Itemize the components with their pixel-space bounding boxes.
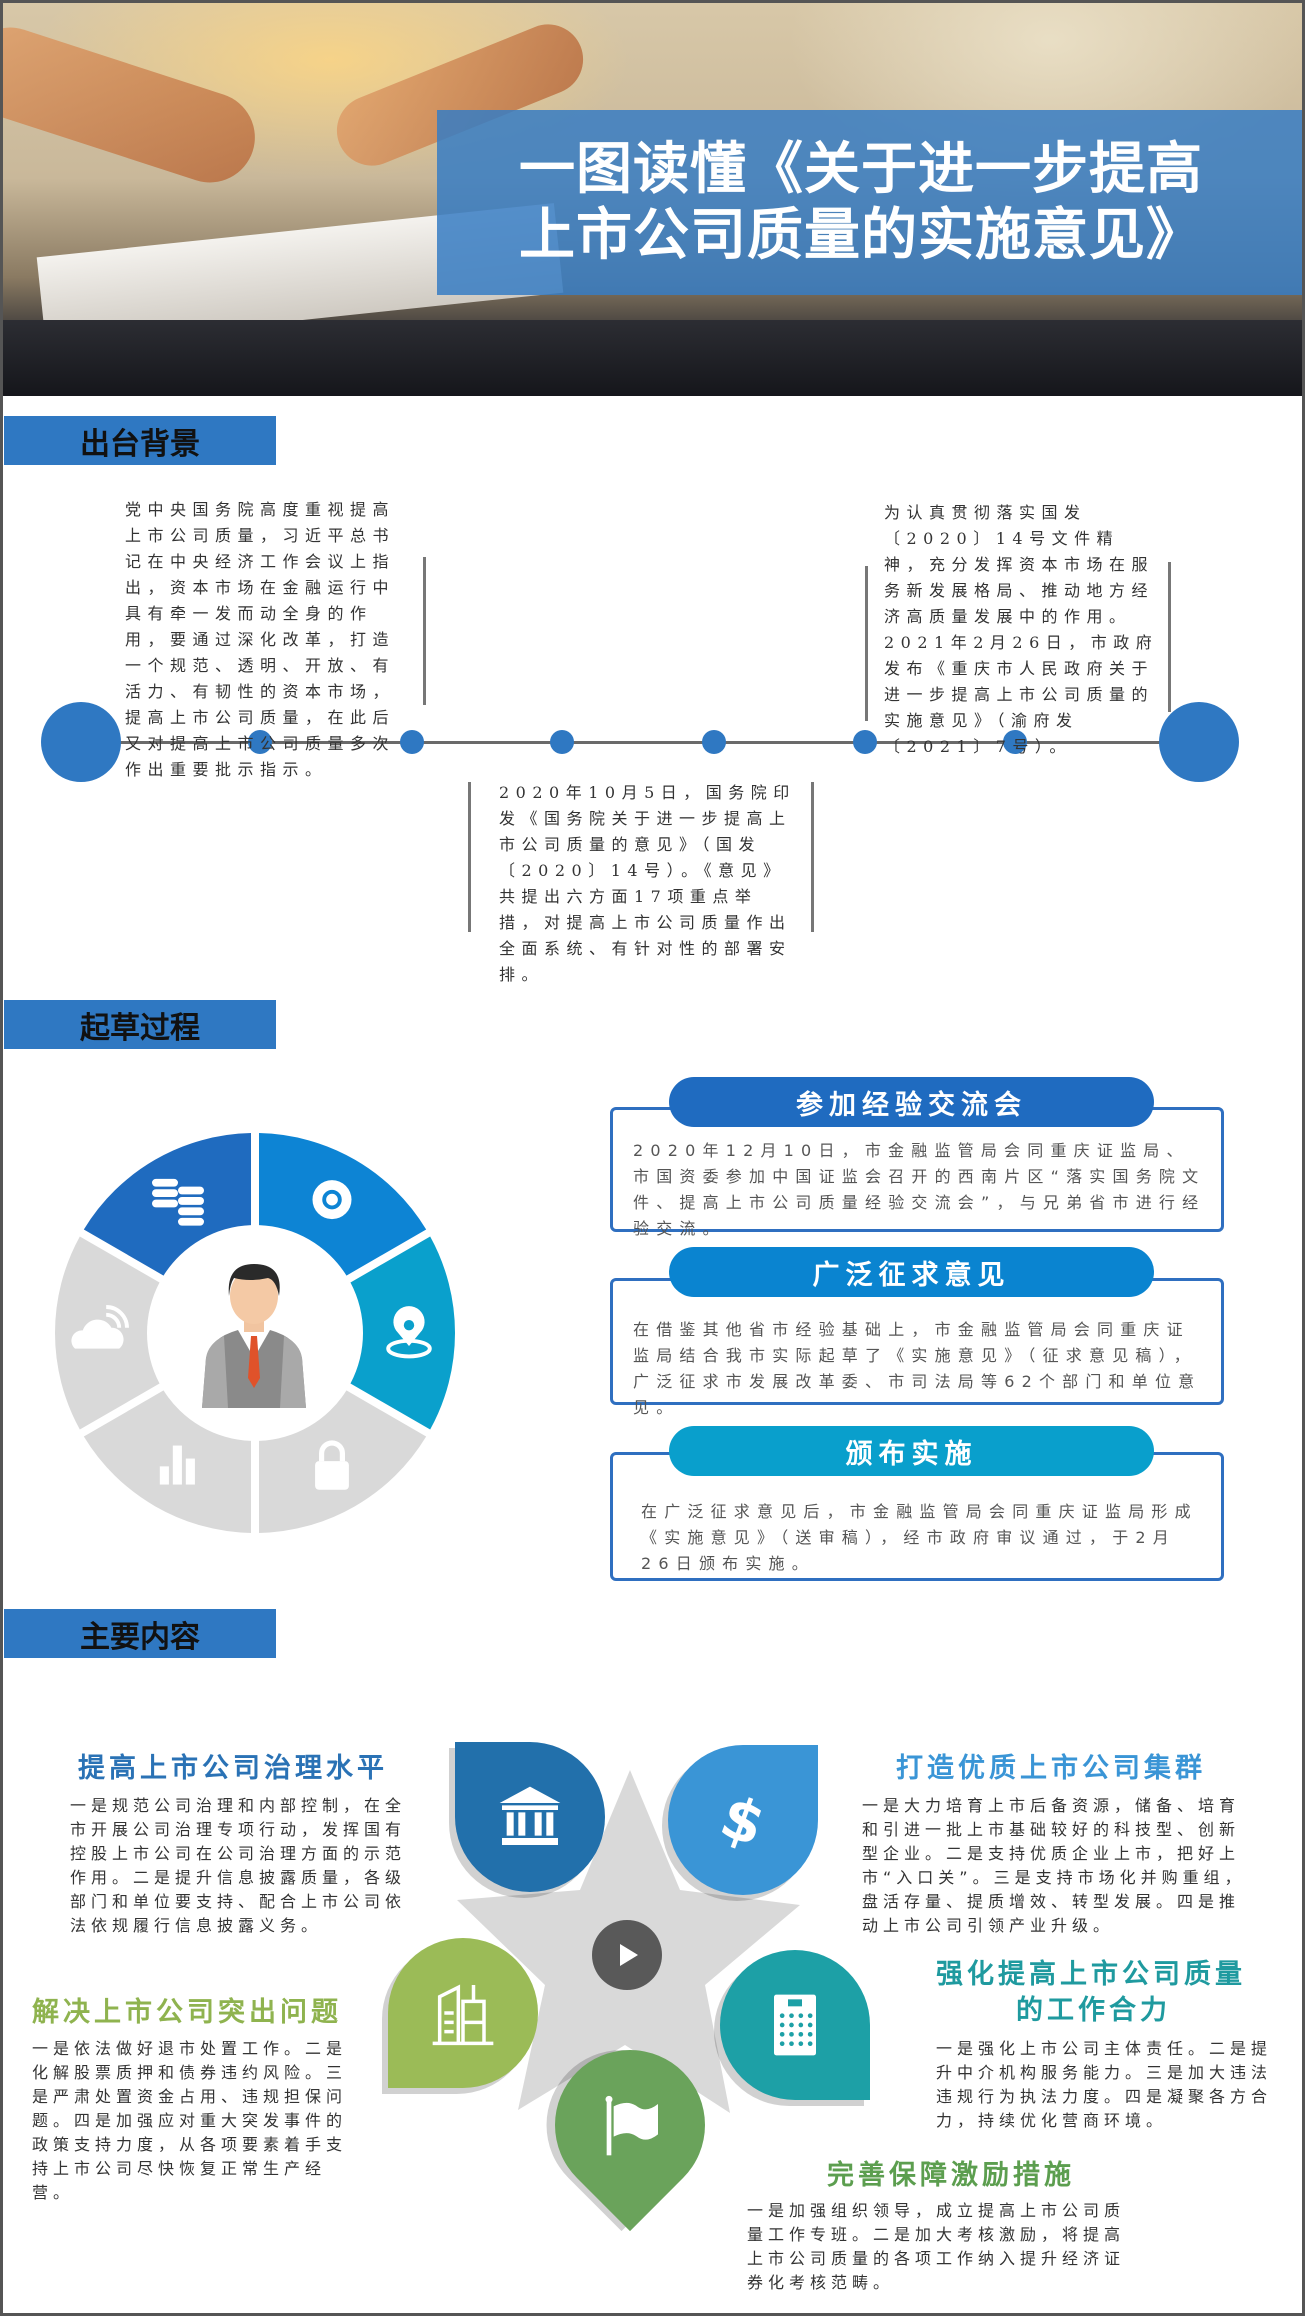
timeline-dot [1003, 730, 1027, 754]
content-text-governance: 一是规范公司治理和内部控制，在全市开展公司治理专项行动，发挥国有控股上市公司在公… [70, 1796, 407, 1935]
lock-icon [315, 1440, 349, 1490]
divider-line [1168, 562, 1171, 712]
card-text: 在广泛征求意见后，市金融监管局会同重庆证监局形成《实施意见》（送审稿），经市政府… [641, 1502, 1198, 1573]
drafting-ring-diagram [54, 1133, 455, 1533]
title-line-2: 上市公司质量的实施意见》 [519, 202, 1203, 268]
title-line-1: 一图读懂《关于进一步提高 [519, 136, 1203, 202]
timeline-text-1: 党中央国务院高度重视提高上市公司质量，习近平总书记在中央经济工作会议上指出，资本… [125, 500, 396, 779]
gear-icon [312, 1180, 352, 1220]
divider-line [423, 557, 426, 705]
timeline-line [80, 741, 1200, 744]
card-title-consultation: 广泛征求意见 [669, 1247, 1154, 1297]
content-text-problems: 一是依法做好退市处置工作。二是化解股票质押和债券违约风险。三是严肃处置资金占用、… [32, 2039, 348, 2202]
dollar-icon: $ [712, 1785, 773, 1855]
card-text: 在借鉴其他省市经验基础上，市金融监管局会同重庆证监局结合我市实际起草了《实施意见… [633, 1320, 1202, 1417]
content-title-synergy-line2: 的工作合力 [1016, 1995, 1171, 2026]
building-icon [774, 1994, 816, 2056]
content-text-synergy: 一是强化上市公司主体责任。二是提升中介机构服务能力。三是加大违法违规行为执法力度… [936, 2039, 1273, 2130]
divider-line [865, 566, 868, 721]
bar-chart-icon [159, 1445, 195, 1485]
timeline-start-dot [41, 702, 121, 782]
card-text: 2020年12月10日，市金融监管局会同重庆证监局、市国资委参加中国证监会召开的… [633, 1141, 1206, 1238]
desk-image [0, 320, 1305, 396]
section-label-background: 出台背景 [4, 416, 276, 465]
ring-segment [83, 1390, 252, 1533]
content-title-cluster: 打造优质上市公司集群 [896, 1753, 1206, 1784]
drop-problems [388, 1938, 538, 2088]
content-title-incentives: 完善保障激励措施 [827, 2160, 1075, 2191]
drop-governance [455, 1742, 605, 1892]
content-title-synergy: 强化提高上市公司质量 [936, 1959, 1246, 1990]
section-label-drafting: 起草过程 [4, 1000, 276, 1049]
timeline-dot [248, 730, 272, 754]
hand-image [0, 15, 267, 195]
cloud-icon [71, 1305, 129, 1349]
location-icon [386, 1306, 432, 1359]
card-consultation: 在借鉴其他省市经验基础上，市金融监管局会同重庆证监局结合我市实际起草了《实施意见… [610, 1278, 1224, 1417]
content-title-problems: 解决上市公司突出问题 [32, 1997, 342, 2028]
timeline-dot [550, 730, 574, 754]
bank-icon [499, 1786, 561, 1845]
timeline-text-3: 为认真贯彻落实国发〔2020〕14号文件精神，充分发挥资本市场在服务新发展格局、… [884, 503, 1159, 756]
drop-incentives [523, 2018, 737, 2232]
timeline-text-2: 2020年10月5日，国务院印发《国务院关于进一步提高上市公司质量的意见》（国发… [499, 783, 796, 984]
content-title-governance: 提高上市公司治理水平 [78, 1753, 388, 1784]
timeline-dot [702, 730, 726, 754]
play-icon [620, 1944, 638, 1966]
divider-line [811, 782, 814, 932]
play-button[interactable] [592, 1920, 662, 1990]
page-title: 一图读懂《关于进一步提高 上市公司质量的实施意见》 [437, 110, 1305, 295]
card-title-promulgation: 颁布实施 [669, 1426, 1154, 1476]
section-label-content: 主要内容 [4, 1609, 276, 1658]
city-buildings-icon [432, 1984, 494, 2046]
content-text-incentives: 一是加强组织领导，成立提高上市公司质量工作专班。二是加大考核激励，将提高上市公司… [747, 2201, 1126, 2292]
drop-synergy [720, 1950, 870, 2100]
card-title-exchange: 参加经验交流会 [669, 1077, 1154, 1127]
flag-icon [605, 2095, 658, 2156]
timeline-dot [400, 730, 424, 754]
content-text-cluster: 一是大力培育上市后备资源，储备、培育和引进一批上市基础较好的科技型、创新型企业。… [862, 1796, 1246, 1935]
divider-line [468, 782, 471, 932]
drop-cluster: $ [668, 1745, 818, 1895]
timeline-end-dot [1159, 702, 1239, 782]
businessman-icon [202, 1264, 306, 1408]
card-exchange: 2020年12月10日，市金融监管局会同重庆证监局、市国资委参加中国证监会召开的… [610, 1107, 1224, 1238]
coins-icon [152, 1178, 204, 1226]
svg-text:$: $ [712, 1785, 773, 1855]
timeline-dot [853, 730, 877, 754]
